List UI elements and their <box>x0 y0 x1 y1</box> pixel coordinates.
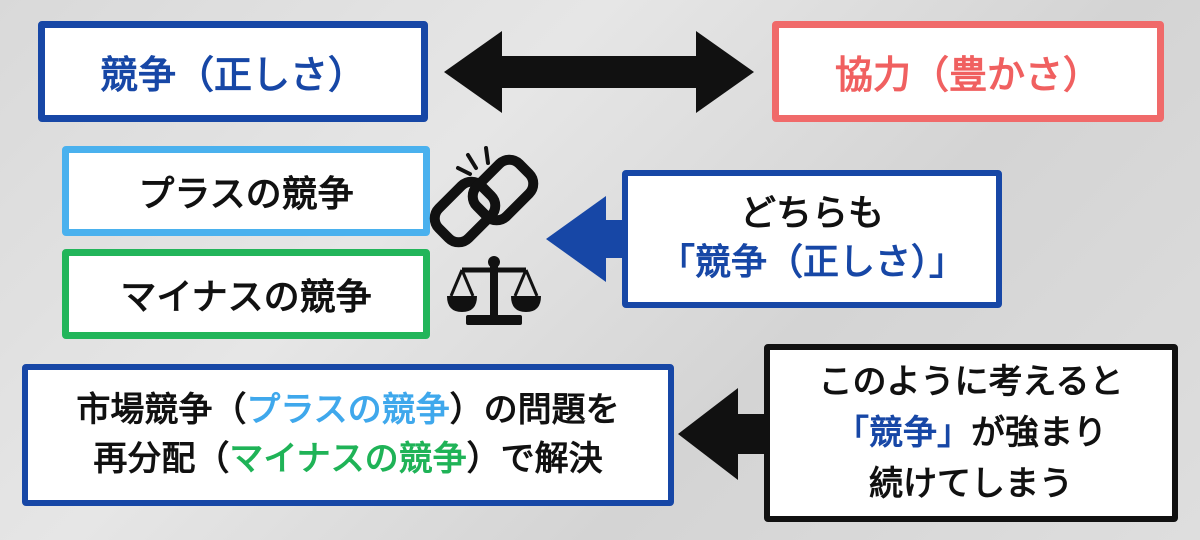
plus-competition-ref: プラスの競争 <box>246 389 450 430</box>
both-line2: 「競争（正しさ）」 <box>658 242 965 283</box>
cooperation-box: 協力（豊かさ） <box>772 21 1164 122</box>
competition-box: 競争（正しさ） <box>38 21 428 122</box>
solution-text: 市場競争（ <box>76 389 247 430</box>
conclusion-line2: 「競争」が強まり <box>835 408 1107 459</box>
both-line1: どちらも <box>739 193 884 235</box>
conclusion-line3: 続けてしまう <box>869 463 1073 504</box>
plus-competition-label: プラスの競争 <box>138 174 354 215</box>
both-competition-box: どちらも 「競争（正しさ）」 <box>622 170 1002 308</box>
minus-competition-label: マイナスの競争 <box>120 277 372 318</box>
cooperation-label: 協力（豊かさ） <box>834 53 1101 97</box>
solution-text: ）の問題を <box>449 389 620 430</box>
conclusion-line1: このように考えると <box>818 361 1124 402</box>
solution-text: 再分配（ <box>93 439 230 479</box>
solution-text: ）で解決 <box>466 439 603 479</box>
solution-line1: 市場競争（プラスの競争）の問題を <box>76 386 619 435</box>
competition-label: 競争（正しさ） <box>99 53 366 97</box>
plus-competition-box: プラスの競争 <box>62 146 430 236</box>
conclusion-text: が強まり <box>971 412 1107 453</box>
minus-competition-ref: マイナスの競争 <box>229 439 467 479</box>
solution-box: 市場競争（プラスの競争）の問題を 再分配（マイナスの競争）で解決 <box>22 364 674 506</box>
competition-ref: 「競争」 <box>835 412 971 453</box>
minus-competition-box: マイナスの競争 <box>62 249 430 339</box>
solution-line2: 再分配（マイナスの競争）で解決 <box>93 435 602 484</box>
conclusion-box: このように考えると 「競争」が強まり 続けてしまう <box>764 344 1178 522</box>
